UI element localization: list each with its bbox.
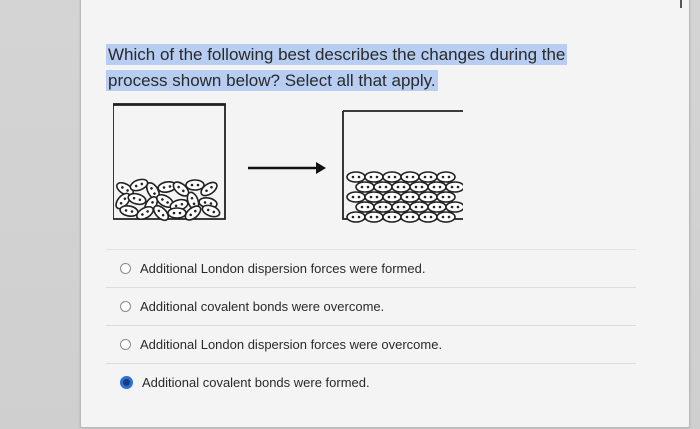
- option-2[interactable]: Additional covalent bonds were overcome.: [106, 287, 636, 325]
- molecule: [436, 191, 456, 203]
- molecule: [201, 204, 221, 218]
- molecule: [152, 204, 170, 222]
- molecule: [391, 181, 411, 193]
- molecule: [355, 201, 375, 213]
- molecule: [418, 211, 438, 223]
- molecule: [185, 179, 205, 191]
- option-4-label: Additional covalent bonds were formed.: [142, 375, 370, 390]
- molecule: [382, 211, 402, 223]
- radio-option-1[interactable]: [120, 263, 131, 274]
- molecule: [346, 191, 366, 203]
- molecule: [346, 171, 366, 183]
- molecule: [129, 178, 149, 192]
- molecule: [382, 191, 402, 203]
- question-card: Which of the following best describes th…: [80, 0, 690, 428]
- molecule: [436, 211, 456, 223]
- molecule: [427, 201, 447, 213]
- option-1-label: Additional London dispersion forces were…: [140, 261, 426, 276]
- loose-particles: [115, 178, 221, 222]
- option-2-label: Additional covalent bonds were overcome.: [140, 299, 385, 314]
- molecule: [346, 211, 366, 223]
- molecule: [136, 205, 154, 221]
- molecule: [418, 191, 438, 203]
- radio-option-2[interactable]: [120, 301, 131, 312]
- molecule: [400, 191, 420, 203]
- molecule: [184, 205, 202, 221]
- molecule: [119, 205, 139, 217]
- molecule: [364, 211, 384, 223]
- molecule: [445, 201, 463, 213]
- molecule: [355, 181, 375, 193]
- option-1[interactable]: Additional London dispersion forces were…: [106, 249, 636, 287]
- molecule: [127, 192, 147, 206]
- container-loose-particles: [113, 103, 226, 222]
- process-figure: [113, 103, 463, 223]
- ordered-particles: [346, 171, 463, 223]
- molecule: [445, 181, 463, 193]
- molecule: [427, 181, 447, 193]
- option-4[interactable]: Additional covalent bonds were formed.: [106, 363, 636, 401]
- molecule: [436, 171, 456, 183]
- molecule: [400, 171, 420, 183]
- question-text: Which of the following best describes th…: [106, 42, 621, 94]
- radio-option-3[interactable]: [120, 339, 131, 350]
- molecule: [373, 201, 393, 213]
- arrow-right-icon: [248, 162, 326, 174]
- question-highlight: Which of the following best describes th…: [106, 44, 568, 91]
- molecule: [373, 181, 393, 193]
- molecule: [364, 171, 384, 183]
- radio-option-4[interactable]: [120, 376, 133, 389]
- molecule: [409, 201, 429, 213]
- container-ordered-particles: [342, 110, 463, 223]
- molecule: [364, 191, 384, 203]
- molecule: [382, 171, 402, 183]
- answer-options: Additional London dispersion forces were…: [106, 249, 636, 401]
- molecule: [115, 192, 131, 210]
- scrollbar-mark[interactable]: [680, 0, 682, 8]
- molecule: [409, 181, 429, 193]
- option-3[interactable]: Additional London dispersion forces were…: [106, 325, 636, 363]
- molecule: [400, 211, 420, 223]
- option-3-label: Additional London dispersion forces were…: [140, 337, 443, 352]
- molecule: [167, 207, 187, 219]
- molecule: [391, 201, 411, 213]
- molecule: [418, 171, 438, 183]
- molecule: [200, 181, 218, 197]
